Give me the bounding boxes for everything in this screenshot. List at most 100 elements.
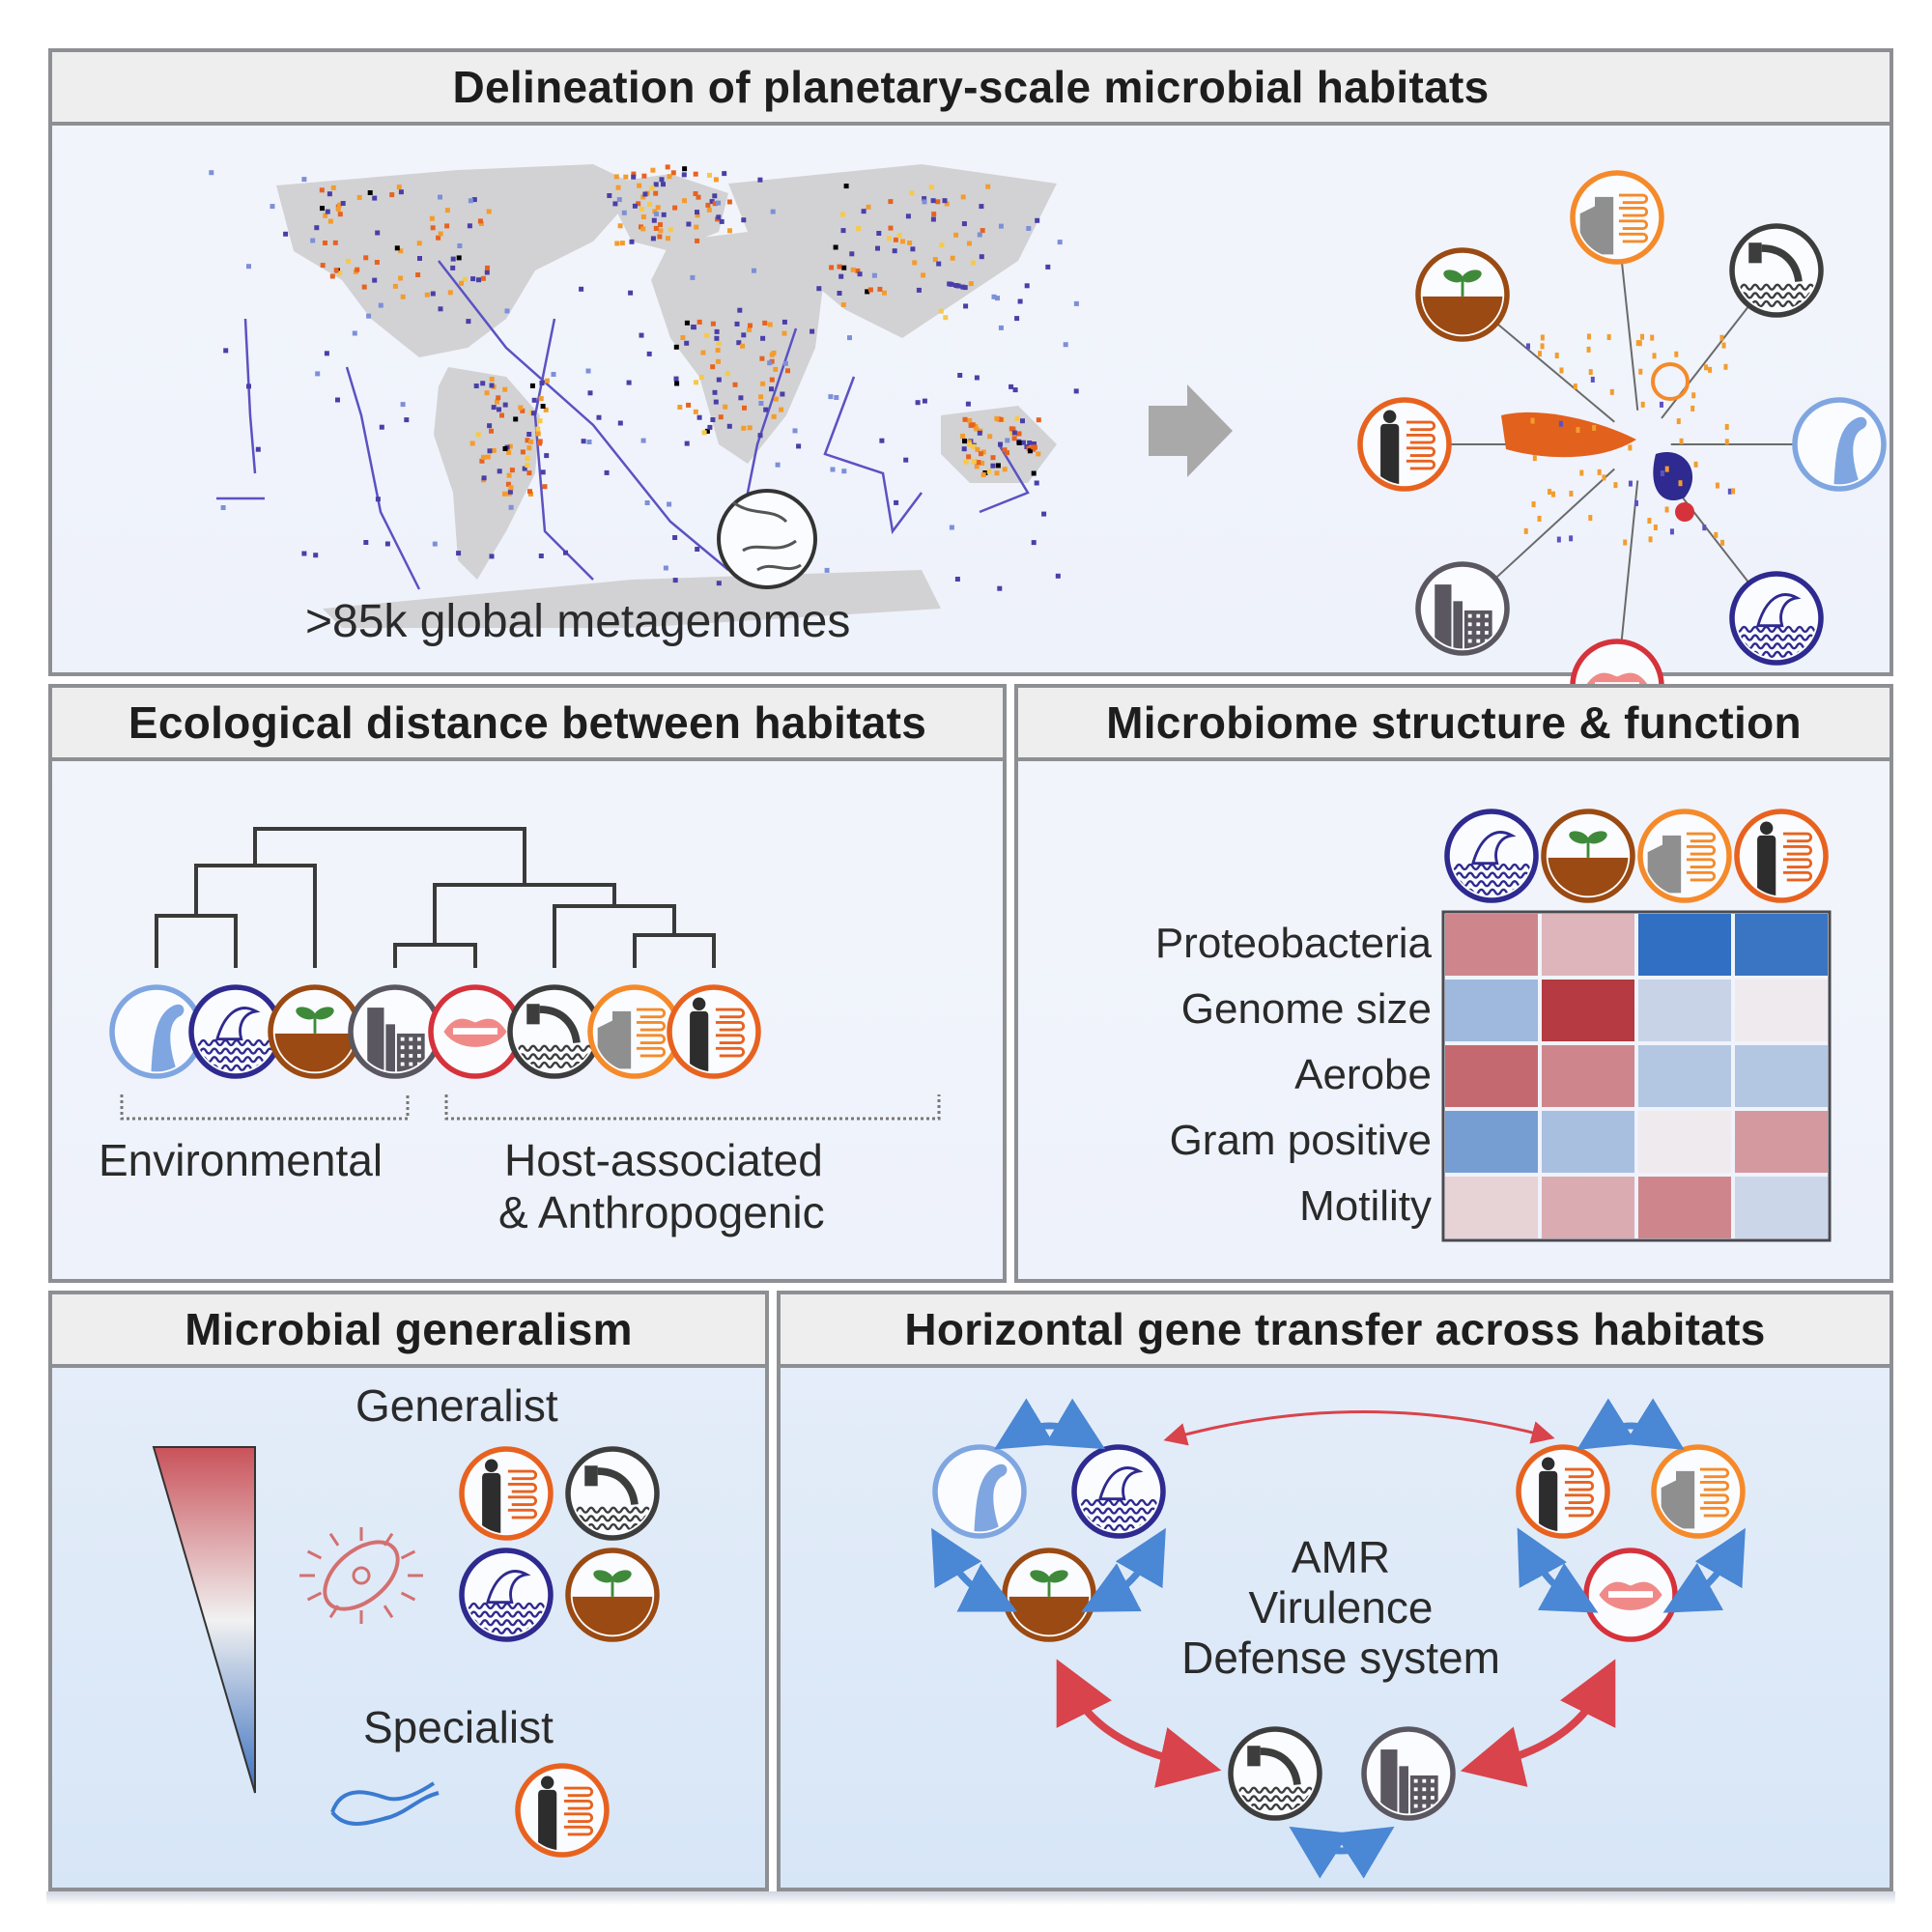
sample-point <box>763 407 769 412</box>
sample-point <box>319 187 325 193</box>
generalism-diagram <box>152 1446 660 1858</box>
sample-point <box>400 294 406 299</box>
sample-point <box>960 194 966 200</box>
sample-point <box>314 225 320 231</box>
sample-point <box>1012 387 1018 393</box>
sample-point <box>962 439 967 444</box>
generalist-bacterium-icon <box>299 1527 423 1624</box>
sample-point <box>1009 431 1015 437</box>
sample-point <box>695 238 700 243</box>
sample-point <box>966 454 972 460</box>
sample-point <box>327 191 332 197</box>
sample-point <box>696 319 702 325</box>
hgt-label-virulence: Virulence <box>1248 1582 1434 1633</box>
sample-point <box>672 535 678 540</box>
sample-point <box>837 291 842 296</box>
sample-point <box>650 236 656 242</box>
sample-point <box>716 200 722 206</box>
sample-point <box>882 290 887 296</box>
gut-industrial-habitat-icon <box>1651 1444 1746 1539</box>
hgt-label-amr: AMR <box>1291 1532 1391 1582</box>
sample-point <box>666 236 670 242</box>
sample-point <box>520 449 526 455</box>
soil-habitat-icon <box>1415 247 1510 342</box>
freshwater-habitat-icon <box>932 1444 1027 1539</box>
network-point <box>1727 488 1732 495</box>
sample-point <box>995 296 1000 301</box>
sample-point <box>621 210 627 215</box>
sample-point <box>718 414 724 420</box>
figure-shadow <box>46 1891 1895 1905</box>
oral-habitat-icon <box>428 984 523 1079</box>
sample-point <box>384 541 390 547</box>
sample-point <box>543 407 549 412</box>
sample-point <box>967 241 972 246</box>
sample-point <box>639 206 644 212</box>
sample-point <box>525 463 530 469</box>
sample-point <box>770 209 776 214</box>
sample-point <box>849 251 855 257</box>
sample-point <box>967 417 973 423</box>
sample-point <box>971 459 977 464</box>
sample-point <box>507 489 513 495</box>
sample-point <box>1027 440 1033 445</box>
sample-point <box>476 277 481 283</box>
sample-point <box>659 177 665 183</box>
heatmap-cell <box>1445 1111 1538 1173</box>
sample-point <box>939 242 945 248</box>
sample-point <box>640 214 646 219</box>
sample-point <box>450 265 456 270</box>
sample-point <box>486 209 492 214</box>
sample-point <box>931 212 937 217</box>
sample-point <box>1063 342 1068 348</box>
sample-point <box>963 303 969 309</box>
sample-point <box>392 283 398 289</box>
network-point <box>1660 469 1664 476</box>
network-point <box>1704 364 1709 371</box>
network-point <box>1724 439 1729 445</box>
marine-cluster <box>1653 452 1693 500</box>
sample-point <box>909 190 915 196</box>
sample-point <box>480 275 486 281</box>
sample-point <box>1032 441 1037 446</box>
sample-point <box>944 201 950 207</box>
sample-point <box>400 402 406 408</box>
human-gut-habitat-icon <box>515 1763 610 1858</box>
sample-point <box>526 432 532 437</box>
heatmap-cell <box>1445 914 1538 976</box>
sample-point <box>997 585 1003 591</box>
sample-point <box>323 213 328 218</box>
oral-habitat-icon <box>1583 1548 1678 1642</box>
sample-point <box>415 272 421 277</box>
sample-point <box>979 204 984 210</box>
heatmap-row-label: Genome size <box>1180 985 1432 1033</box>
sample-point <box>375 230 381 236</box>
sample-point <box>760 381 766 386</box>
sample-point <box>456 551 462 556</box>
sample-point <box>1014 316 1020 322</box>
human-gut-habitat-icon <box>1357 397 1452 492</box>
sample-point <box>716 341 722 347</box>
sample-point <box>714 335 720 341</box>
sample-point <box>850 267 856 272</box>
sample-point <box>691 325 696 330</box>
sample-point <box>325 209 330 214</box>
sample-point <box>489 377 495 382</box>
sample-point <box>714 328 720 334</box>
panel-ecological-distance: Ecological distance between habitats Env… <box>48 684 1007 1283</box>
sample-point <box>693 409 698 414</box>
sample-point <box>581 439 586 444</box>
sample-point <box>487 448 493 454</box>
sample-point <box>473 384 479 388</box>
human-gut-habitat-icon <box>667 984 761 1079</box>
sample-point <box>905 213 911 219</box>
sample-point <box>467 223 472 229</box>
sample-point <box>942 198 948 204</box>
group-label-host-line2: & Anthropogenic <box>498 1187 825 1237</box>
sample-point <box>372 277 378 283</box>
sample-point <box>943 315 949 321</box>
habitat-network <box>1357 170 1887 733</box>
sample-point <box>912 260 918 266</box>
network-point <box>1530 417 1535 424</box>
sample-point <box>686 402 692 408</box>
